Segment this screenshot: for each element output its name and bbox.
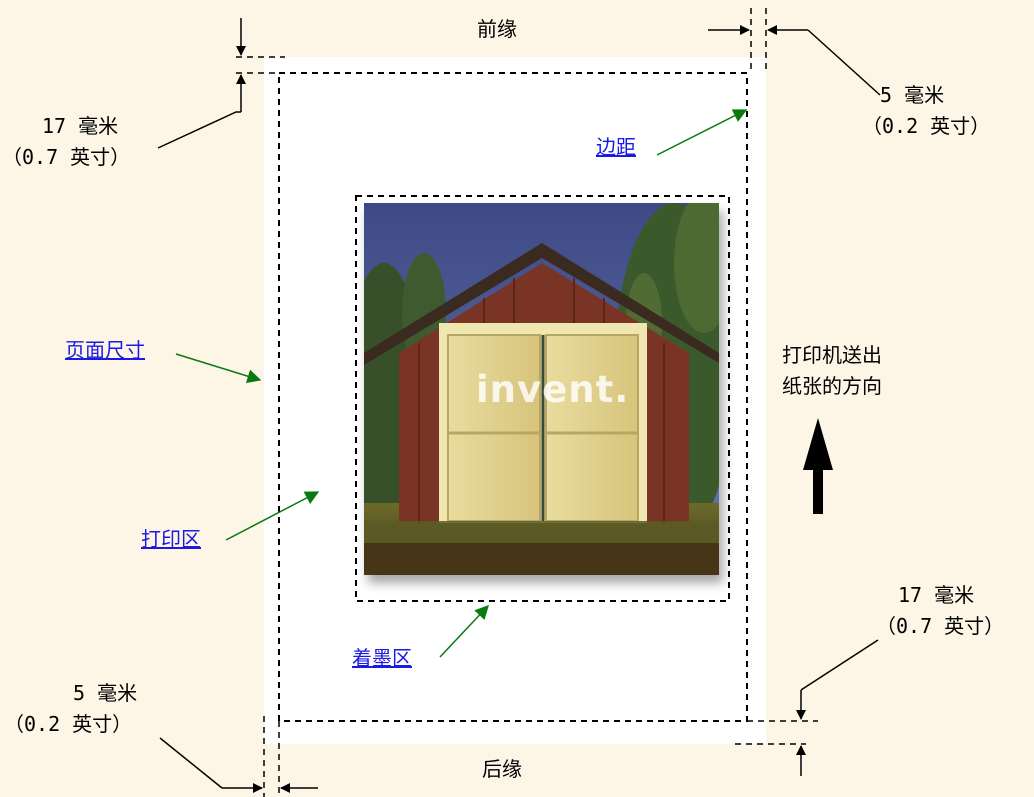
right-margin-in-label: （0.7 英寸） (876, 614, 1005, 638)
print-area-link[interactable]: 打印区 (141, 527, 201, 551)
feed-direction-arrow (803, 418, 833, 514)
page-size-pointer-arrow (175, 353, 262, 383)
bottom-margin-mm-label: 5 毫米 (73, 681, 138, 705)
feed-direction-line2: 纸张的方向 (782, 374, 882, 398)
bottom-margin-in-label: （0.2 英寸） (4, 712, 133, 736)
margin-link[interactable]: 边距 (596, 135, 636, 159)
right-margin-mm-label: 17 毫米 (898, 583, 975, 607)
ink-area-link[interactable]: 着墨区 (352, 646, 412, 670)
left-margin-mm-label: 17 毫米 (42, 114, 119, 138)
top-margin-mm-label: 5 毫米 (880, 83, 945, 107)
feed-direction-line1: 打印机送出 (782, 343, 882, 367)
margin-pointer-arrow (656, 109, 748, 156)
page-size-link[interactable]: 页面尺寸 (65, 338, 145, 362)
print-area-pointer-arrow (225, 491, 320, 541)
ink-area-pointer-arrow (439, 604, 489, 658)
photo-caption: invent. (476, 368, 630, 411)
shed-photo-art (364, 203, 719, 575)
bottom-edge-label: 后缘 (482, 757, 522, 781)
shed-photo (364, 203, 719, 575)
left-margin-in-label: （0.7 英寸） (2, 145, 131, 169)
top-margin-in-label: （0.2 英寸） (862, 114, 991, 138)
ink-area-outline (355, 195, 730, 602)
print-area-outline (278, 72, 748, 722)
top-edge-label: 前缘 (477, 17, 517, 41)
